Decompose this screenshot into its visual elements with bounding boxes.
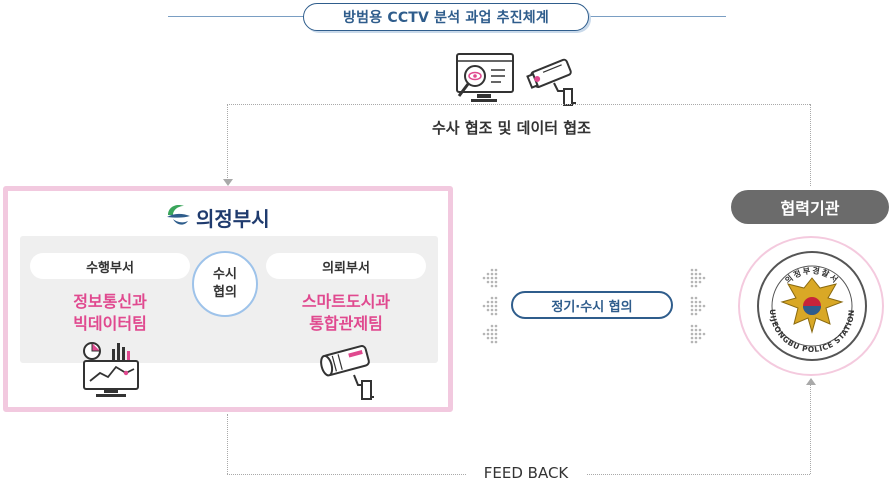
performing-dept-line1: 정보통신과 (73, 292, 147, 311)
performing-dept-label: 수행부서 (30, 253, 190, 279)
coop-circle: 수시 협의 (192, 251, 258, 317)
regular-consultation-pill: 정기·수시 협의 (511, 291, 673, 319)
police-seal-emblem: UIJEONGBU POLICE STATION 의정부경찰서 (757, 251, 867, 361)
left-down-connector (227, 104, 228, 180)
city-logo-text: 의정부시 (196, 207, 270, 231)
requesting-cctv-icon (320, 345, 374, 400)
agency-label: 협력기관 (731, 190, 889, 224)
monitor-analysis-icon (456, 53, 514, 102)
performing-dept-name: 정보통신과 빅데이터팀 (20, 291, 200, 335)
arrow-into-city (223, 179, 233, 186)
city-box: 의정부시 수행부서 정보통신과 빅데이터팀 수시 협의 의뢰부서 스마트도시과 … (3, 186, 453, 412)
requesting-dept-label: 의뢰부서 (266, 253, 426, 279)
coop-line2: 협의 (213, 285, 237, 300)
performing-dept-line2: 빅데이터팀 (73, 314, 147, 333)
requesting-dept-line1: 스마트도시과 (301, 292, 391, 311)
right-dot-arrows (690, 268, 706, 344)
top-caption: 수사 협조 및 데이터 협조 (432, 119, 591, 137)
cctv-camera-icon (526, 58, 576, 106)
requesting-dept-line2: 통합관제팀 (309, 314, 383, 333)
requesting-dept-name: 스마트도시과 통합관제팀 (256, 291, 436, 335)
right-top-connector (810, 104, 811, 186)
arrow-into-agency (806, 378, 816, 385)
right-bottom-connector (810, 384, 811, 474)
city-departments-panel: 수행부서 정보통신과 빅데이터팀 수시 협의 의뢰부서 스마트도시과 통합관제팀 (20, 236, 438, 363)
left-bottom-connector (227, 414, 228, 474)
title-line-left (168, 16, 304, 17)
coop-line1: 수시 (213, 267, 237, 282)
feedback-label: FEED BACK (466, 464, 586, 482)
police-seal-frame: UIJEONGBU POLICE STATION 의정부경찰서 (738, 236, 884, 376)
data-dashboard-icon (83, 342, 139, 397)
city-logo-icon (167, 205, 190, 225)
top-connector (227, 104, 810, 105)
left-dot-arrows (482, 268, 498, 344)
diagram-title: 방범용 CCTV 분석 과업 추진체계 (303, 3, 589, 31)
title-line-right (588, 16, 726, 17)
